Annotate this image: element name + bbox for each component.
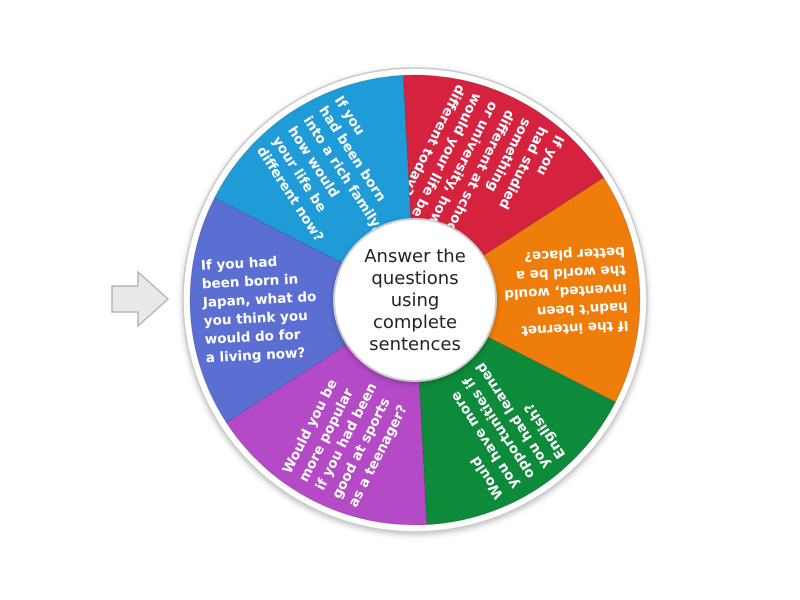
hub-text-line: Answer the — [364, 246, 466, 267]
segment-label-line: would do for — [204, 327, 301, 348]
segment-label-line: Japan, what do — [201, 289, 316, 311]
pointer-arrow — [111, 270, 170, 328]
wheel-segment — [189, 197, 416, 424]
segment-label-line: you think you — [203, 308, 308, 329]
arrow-right-icon — [111, 270, 170, 328]
segment-label-line: hadn't been — [536, 298, 628, 319]
segment-label-line: a living now? — [205, 345, 305, 366]
segment-label-line: the world be a — [515, 261, 626, 283]
segment-label-line: better place? — [524, 243, 625, 264]
segment-label-line: invented, would — [504, 280, 627, 302]
hub-text-line: using — [391, 290, 440, 311]
hub-text-line: questions — [371, 268, 458, 289]
segment-label-line: If you had — [201, 254, 278, 274]
hub-text-line: sentences — [369, 334, 461, 355]
segment-label-line: If the internet — [521, 317, 629, 339]
segment-label-line: been born in — [201, 271, 298, 292]
hub-text-line: complete — [373, 312, 457, 333]
wheel-hub[interactable]: Answer thequestionsusingcompletesentence… — [333, 218, 497, 382]
wheel-segment — [414, 176, 641, 403]
